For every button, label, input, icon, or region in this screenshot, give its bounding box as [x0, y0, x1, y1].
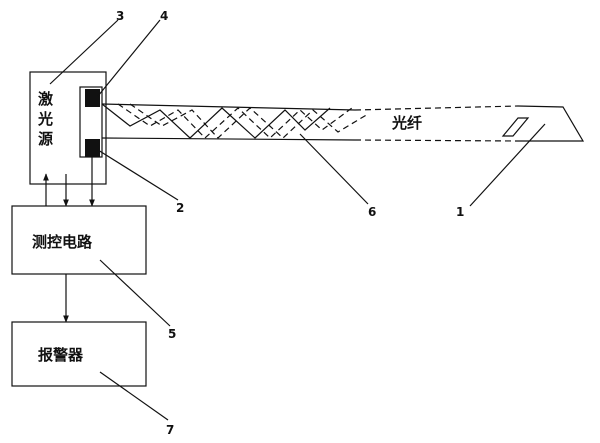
- callout-2: 2: [176, 201, 184, 215]
- leader-1: [469, 123, 546, 207]
- leader-7: [99, 371, 169, 421]
- laser-source-label-2: 光: [37, 110, 53, 128]
- control-circuit-box: [11, 205, 147, 275]
- callout-4: 4: [160, 9, 168, 23]
- laser-source-box: [29, 71, 107, 185]
- leader-6: [299, 133, 369, 205]
- light-path-dashed-1: [117, 103, 353, 139]
- fiber-sensing-element: [501, 117, 530, 137]
- callout-6: 6: [368, 205, 376, 219]
- detector-block: [85, 139, 100, 157]
- alarm-box: [11, 321, 147, 387]
- fiber-bottom-solid: [101, 137, 356, 141]
- laser-source-label-3: 源: [38, 130, 53, 148]
- fiber-top-end: [517, 105, 585, 142]
- laser-source-label-1: 激: [38, 90, 54, 108]
- callout-1: 1: [456, 205, 464, 219]
- callout-7: 7: [166, 423, 174, 437]
- leader-2: [97, 149, 179, 201]
- control-circuit-label: 测控电路: [32, 233, 93, 251]
- fiber-top-solid: [101, 103, 356, 111]
- leader-4: [97, 19, 161, 97]
- callout-3: 3: [116, 9, 124, 23]
- emitter-block: [85, 89, 100, 107]
- leader-5: [99, 259, 171, 327]
- fiber-label: 光纤: [391, 114, 422, 132]
- callout-5: 5: [168, 327, 176, 341]
- light-path-dashed-2: [129, 103, 369, 139]
- fiber-bottom-dashed: [354, 139, 519, 142]
- fiber-top-dashed: [354, 105, 519, 111]
- alarm-label: 报警器: [38, 346, 84, 364]
- leader-3: [49, 19, 119, 85]
